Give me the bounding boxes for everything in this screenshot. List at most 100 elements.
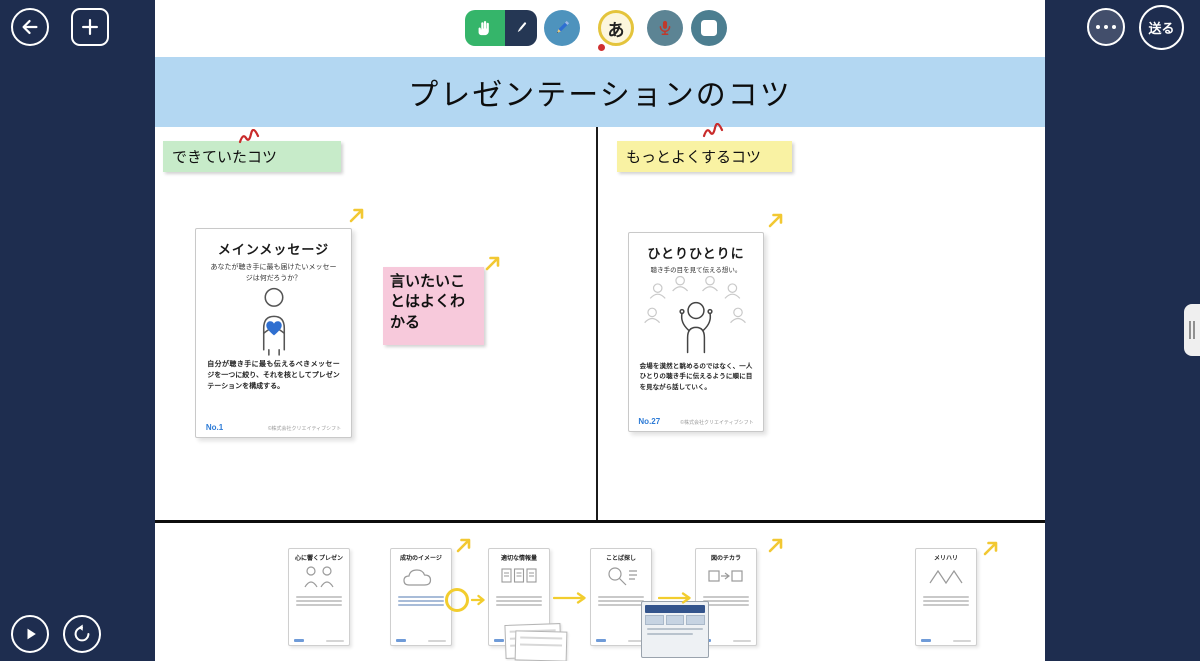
- mini-card-title: 図のチカラ: [710, 556, 741, 562]
- mini-card-title: 成功のイメージ: [400, 556, 442, 562]
- add-button[interactable]: [71, 8, 109, 46]
- red-ink-dot: [598, 44, 605, 51]
- card-title: ひとりひとりに: [647, 246, 745, 261]
- mini-card-body-lines: [922, 594, 971, 608]
- mini-card-number: [595, 639, 606, 642]
- card-credit: ©株式会社クリエイティブシフト: [680, 420, 754, 426]
- mini-card-title: ことば探し: [605, 556, 636, 562]
- pink-comment-note[interactable]: 言いたいことはよくわかる: [383, 267, 484, 345]
- card-tool[interactable]: [691, 10, 727, 46]
- mini-card-body-lines: [397, 594, 446, 608]
- mini-card-number: [493, 639, 504, 642]
- mini-card-image-of-success[interactable]: 成功のイメージ: [390, 548, 452, 646]
- card-body: 会場を漠然と眺めるのではなく、一人ひとりの聴き手に伝えるように順に目を見ながら話…: [639, 363, 753, 391]
- documents-doodle: [501, 568, 537, 583]
- rotate-ccw-icon: [74, 624, 90, 642]
- right-column-header-note[interactable]: もっとよくするコツ: [617, 141, 792, 172]
- thumbnail-title-bar: [645, 605, 705, 613]
- yellow-arrow-ne[interactable]: [982, 539, 1000, 557]
- yellow-circle-annotation[interactable]: [445, 588, 469, 612]
- card-number: No.1: [205, 423, 224, 432]
- person-among-audience-illustration: [644, 276, 746, 354]
- yellow-arrow-ne[interactable]: [767, 536, 785, 554]
- mini-card-resonant-presentation[interactable]: 心に響くプレゼン: [288, 548, 350, 646]
- person-with-heart-illustration: [262, 288, 285, 357]
- back-button[interactable]: [11, 8, 49, 46]
- yellow-arrow-right[interactable]: [553, 592, 589, 604]
- thumbnail-text-line: [647, 633, 694, 635]
- board-title: プレゼンテーションのコツ: [408, 79, 792, 112]
- hand-select-tool[interactable]: [465, 10, 505, 46]
- mini-card-title: 適切な情報量: [500, 556, 537, 562]
- card-credit: ©株式会社クリエイティブシフト: [267, 426, 342, 432]
- mini-card-title: メリハリ: [933, 556, 958, 562]
- screenshot-thumbnail[interactable]: [641, 601, 709, 658]
- yellow-arrow-ne[interactable]: [767, 211, 785, 229]
- mini-card-credit: [953, 640, 972, 642]
- send-button[interactable]: 送る: [1139, 5, 1184, 50]
- left-column-header-note[interactable]: できていたコツ: [163, 141, 341, 172]
- replay-button[interactable]: [63, 615, 101, 653]
- mini-card-body-lines: [597, 594, 646, 608]
- pencil-icon: [556, 20, 570, 34]
- mini-card-number: [395, 639, 406, 642]
- drag-handle-icon: [1189, 321, 1195, 339]
- thumbnail-content-blocks: [645, 615, 706, 625]
- yellow-arrow-ne[interactable]: [348, 206, 366, 224]
- select-pen-tool[interactable]: [465, 10, 537, 46]
- horizontal-divider-line: [155, 520, 1045, 523]
- microphone-icon: [659, 20, 671, 35]
- text-tool[interactable]: あ: [598, 10, 634, 46]
- mini-card-body-lines: [495, 594, 544, 608]
- left-header-label: できていたコツ: [172, 149, 278, 166]
- mini-card-title: 心に響くプレゼン: [294, 556, 343, 562]
- diagram-doodle: [708, 570, 743, 582]
- magnifier-doodle: [608, 567, 637, 586]
- stylus-icon: [517, 22, 527, 33]
- card-icon: [701, 20, 717, 36]
- two-people-doodle: [304, 566, 334, 588]
- card-question: あなたが聴き手に最も届けたいメッセージは何だろうか？: [210, 264, 337, 283]
- whiteboard-canvas[interactable]: あ プレゼンテーションのコツ できていたコツ もっとよくするコツ メインメッセー…: [155, 0, 1045, 661]
- cloud-doodle: [403, 569, 432, 586]
- red-scribble-mark: [702, 123, 724, 138]
- mini-card-body-lines: [295, 594, 344, 608]
- pattern-card-main-message[interactable]: メインメッセージ あなたが聴き手に最も届けたいメッセージは何だろうか？ 自分が聴…: [195, 228, 352, 438]
- hand-icon: [478, 21, 489, 36]
- left-arrow-icon: [22, 19, 38, 35]
- play-icon: [27, 628, 36, 640]
- right-header-label: もっとよくするコツ: [626, 149, 762, 166]
- card-title: メインメッセージ: [217, 242, 330, 257]
- vertical-divider-line: [596, 127, 598, 521]
- board-title-bar: プレゼンテーションのコツ: [155, 57, 1045, 127]
- card-number: No.27: [638, 417, 661, 426]
- card-question: 聴き手の目を見て伝える想い。: [650, 267, 742, 274]
- thumbnail-text-line: [647, 628, 703, 630]
- stylus-tool[interactable]: [505, 10, 537, 46]
- zigzag-doodle: [929, 569, 963, 585]
- yellow-arrow-right[interactable]: [471, 594, 487, 606]
- mini-card-credit: [326, 640, 345, 642]
- side-drawer-handle[interactable]: [1184, 304, 1200, 356]
- plus-icon: [82, 19, 98, 35]
- pink-note-text: 言いたいことはよくわかる: [390, 273, 466, 331]
- pattern-card-one-by-one[interactable]: ひとりひとりに 聴き手の目を見て伝える想い。 会場を漠然と眺めるのではなく、一人…: [628, 232, 764, 432]
- text-tool-label: あ: [607, 20, 625, 40]
- send-button-label: 送る: [1148, 21, 1175, 36]
- red-scribble-mark: [238, 129, 260, 144]
- more-options-button[interactable]: [1087, 8, 1125, 46]
- mini-card-number: [293, 639, 304, 642]
- yellow-arrow-ne[interactable]: [455, 536, 473, 554]
- yellow-arrow-ne[interactable]: [484, 254, 502, 272]
- mini-card-merihari[interactable]: メリハリ: [915, 548, 977, 646]
- mini-card-number: [920, 639, 931, 642]
- pencil-tool[interactable]: [544, 10, 580, 46]
- microphone-tool[interactable]: [647, 10, 683, 46]
- mini-card-body-lines: [702, 594, 751, 608]
- play-button[interactable]: [11, 615, 49, 653]
- yellow-arrow-right[interactable]: [658, 592, 694, 604]
- card-body: 自分が聴き手に最も伝えるべきメッセージを一つに絞り、それを核としてプレゼンテーシ…: [207, 361, 340, 391]
- mini-card-credit: [628, 640, 647, 642]
- ellipsis-icon: [1095, 24, 1101, 30]
- stacked-paper[interactable]: [514, 630, 568, 661]
